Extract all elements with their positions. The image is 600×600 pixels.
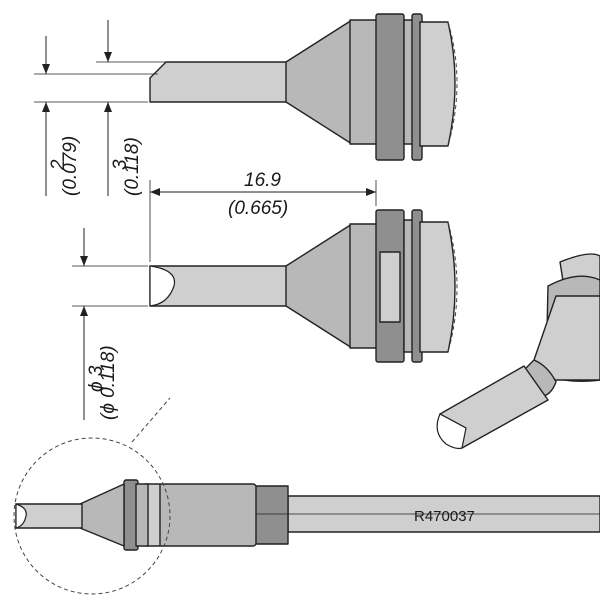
dim-length-inch: (0.665) (228, 198, 288, 219)
dim-length-value: 16.9 (244, 170, 281, 191)
full-tool: R470037 (13, 397, 600, 595)
perspective-tip (436, 253, 600, 450)
dim-width-2: 2 (0.079) (34, 36, 158, 196)
dim-diameter-value: ϕ 3 (86, 365, 107, 392)
dim-width-inch: (0.079) (60, 136, 81, 196)
part-number: R470037 (414, 508, 475, 525)
top-view-tip (149, 13, 458, 161)
dim-height-3: 3 (0.118) (96, 20, 166, 196)
dim-height-inch: (0.118) (122, 137, 143, 196)
dim-diameter-inch: (ϕ 0.118) (98, 345, 119, 420)
dim-length: 16.9 (0.665) (149, 170, 377, 262)
dim-diameter: ϕ 3 (ϕ 0.118) (72, 228, 148, 420)
dim-height-value: 3 (110, 159, 131, 170)
dim-width-value: 2 (48, 159, 69, 171)
side-view-tip (149, 209, 458, 363)
